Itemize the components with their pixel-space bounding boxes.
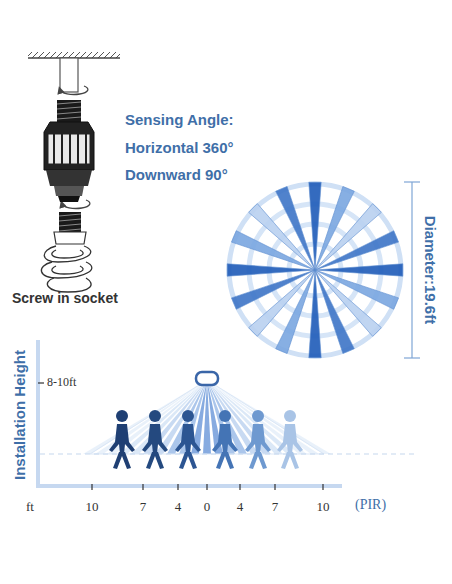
drawing-part	[177, 484, 178, 490]
drawing-part	[47, 278, 91, 292]
drawing-part	[142, 410, 168, 469]
axes	[36, 340, 342, 488]
drawing-part	[57, 117, 81, 119]
drawing-part	[245, 410, 271, 469]
drawing-part	[57, 107, 81, 109]
tick-label: 0	[204, 500, 211, 514]
drawing-part	[212, 410, 238, 469]
drawing-part	[59, 229, 81, 231]
diameter-dimension	[404, 182, 420, 358]
coverage-circle	[227, 182, 403, 358]
drawing-part	[77, 134, 79, 164]
rotate-arrow	[60, 86, 88, 94]
ceiling	[28, 52, 120, 92]
drawing-part	[54, 134, 86, 164]
sensor-icon	[196, 372, 218, 385]
sensing-beam	[203, 380, 211, 454]
spec-text: Horizontal 360°	[125, 140, 234, 157]
tick-label: 7	[272, 500, 279, 514]
drawing-part	[175, 410, 201, 469]
dimension-label: Diameter:19.6ft	[422, 216, 439, 324]
drawing-part	[59, 212, 81, 232]
drawing-part	[59, 224, 81, 226]
drawing-part	[227, 182, 403, 358]
drawing-part	[28, 52, 120, 58]
light-bulb	[41, 212, 91, 292]
sensing-beam	[315, 270, 381, 336]
sensing-beam	[276, 187, 315, 271]
drawing-part	[57, 102, 81, 119]
drawing-part	[54, 186, 84, 196]
sensing-beam	[315, 231, 399, 270]
drawing-part	[58, 196, 80, 202]
tick-label: 4	[237, 500, 244, 514]
drawing-part	[109, 410, 135, 469]
drawing-part	[59, 219, 81, 221]
drawing-part	[411, 182, 412, 358]
drawing-part	[91, 484, 92, 490]
drawing-part	[54, 232, 86, 244]
tick-label: 10	[317, 500, 330, 514]
sensing-beam	[315, 270, 354, 354]
drawing-part	[41, 262, 91, 278]
drawing-part	[142, 484, 143, 490]
drawing-part	[57, 112, 81, 114]
drawing-part	[59, 214, 81, 216]
drawing-part	[61, 134, 63, 164]
drawing-part	[274, 484, 275, 490]
tick-label: 4	[175, 500, 182, 514]
tick-label: 7	[140, 500, 147, 514]
drawing-part	[36, 340, 40, 488]
axis-title: Installation Height	[12, 350, 29, 480]
drawing-part	[48, 134, 90, 164]
drawing-part	[44, 122, 94, 170]
drawing-part	[277, 410, 303, 469]
unit-label: ft	[26, 500, 34, 514]
drawing-part	[60, 58, 78, 92]
sensor-type-label: (PIR)	[355, 497, 386, 512]
sensing-beam	[249, 270, 315, 336]
people	[109, 410, 303, 469]
height-label: 8-10ft	[47, 376, 76, 389]
sensor-adapter	[44, 100, 94, 202]
drawing-part	[239, 484, 240, 490]
drawing-part	[85, 134, 87, 164]
sensing-beam	[232, 270, 316, 309]
drawing-part	[57, 100, 81, 122]
drawing-part	[59, 214, 81, 231]
drawing-part	[322, 484, 323, 490]
drawing-part	[46, 170, 92, 186]
spec-text: Downward 90°	[125, 167, 228, 184]
heading-text: Sensing Angle:	[125, 112, 234, 129]
caption-text: Screw in socket	[12, 291, 118, 306]
drawing-part	[52, 250, 83, 258]
sensing-beam	[249, 204, 315, 270]
drawing-part	[53, 134, 55, 164]
drawing-part	[44, 246, 91, 262]
tick-label: 10	[86, 500, 99, 514]
sensing-beam	[315, 204, 381, 270]
drawing-part	[206, 484, 207, 490]
drawing-part	[38, 382, 44, 383]
drawing-part	[57, 102, 81, 104]
drawing-part	[36, 484, 342, 488]
drawing-part	[69, 134, 71, 164]
axis-ticks	[38, 383, 323, 490]
drawing-part	[41, 246, 91, 292]
drawing-part	[52, 266, 83, 274]
